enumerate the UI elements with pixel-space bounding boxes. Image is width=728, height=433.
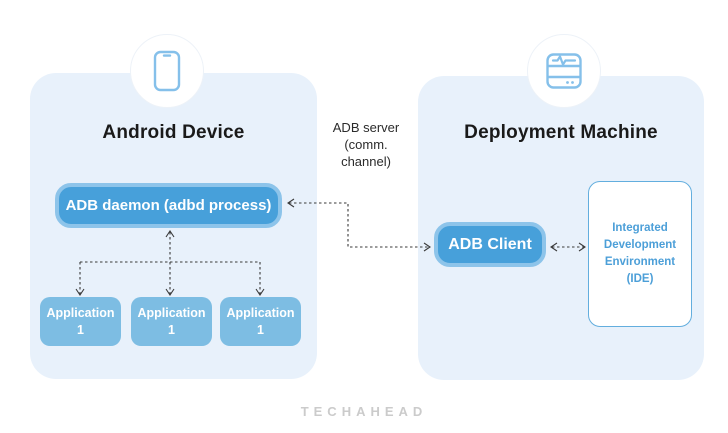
application-node-2: Application 1 [131,297,212,346]
adb-server-channel-label: ADB server (comm. channel) [332,120,400,170]
adb-client-node: ADB Client [434,222,546,267]
arrowhead-left-client [550,242,558,252]
application-node-3: Application 1 [220,297,301,346]
android-device-title: Android Device [102,122,245,143]
arrowhead-up-daemon [165,230,175,238]
deployment-machine-title: Deployment Machine [464,122,658,143]
android-device-badge [130,34,204,108]
arrowhead-down-app3 [255,288,265,296]
techahead-logo: TECHAHEAD [300,404,428,419]
arrowhead-right-ide [578,242,586,252]
ide-node: Integrated Development Environment (IDE) [588,181,692,327]
daemon-client-connector [289,202,428,248]
adb-daemon-node: ADB daemon (adbd process) [55,183,282,228]
deployment-machine-badge [527,34,601,108]
arrowhead-down-app2 [165,288,175,296]
application-node-1: Application 1 [40,297,121,346]
arrowhead-down-app1 [75,288,85,296]
arrowhead-left-daemon [287,198,295,208]
smartphone-icon [153,50,181,92]
server-monitor-icon [545,52,583,90]
arrowhead-right-client [423,242,431,252]
